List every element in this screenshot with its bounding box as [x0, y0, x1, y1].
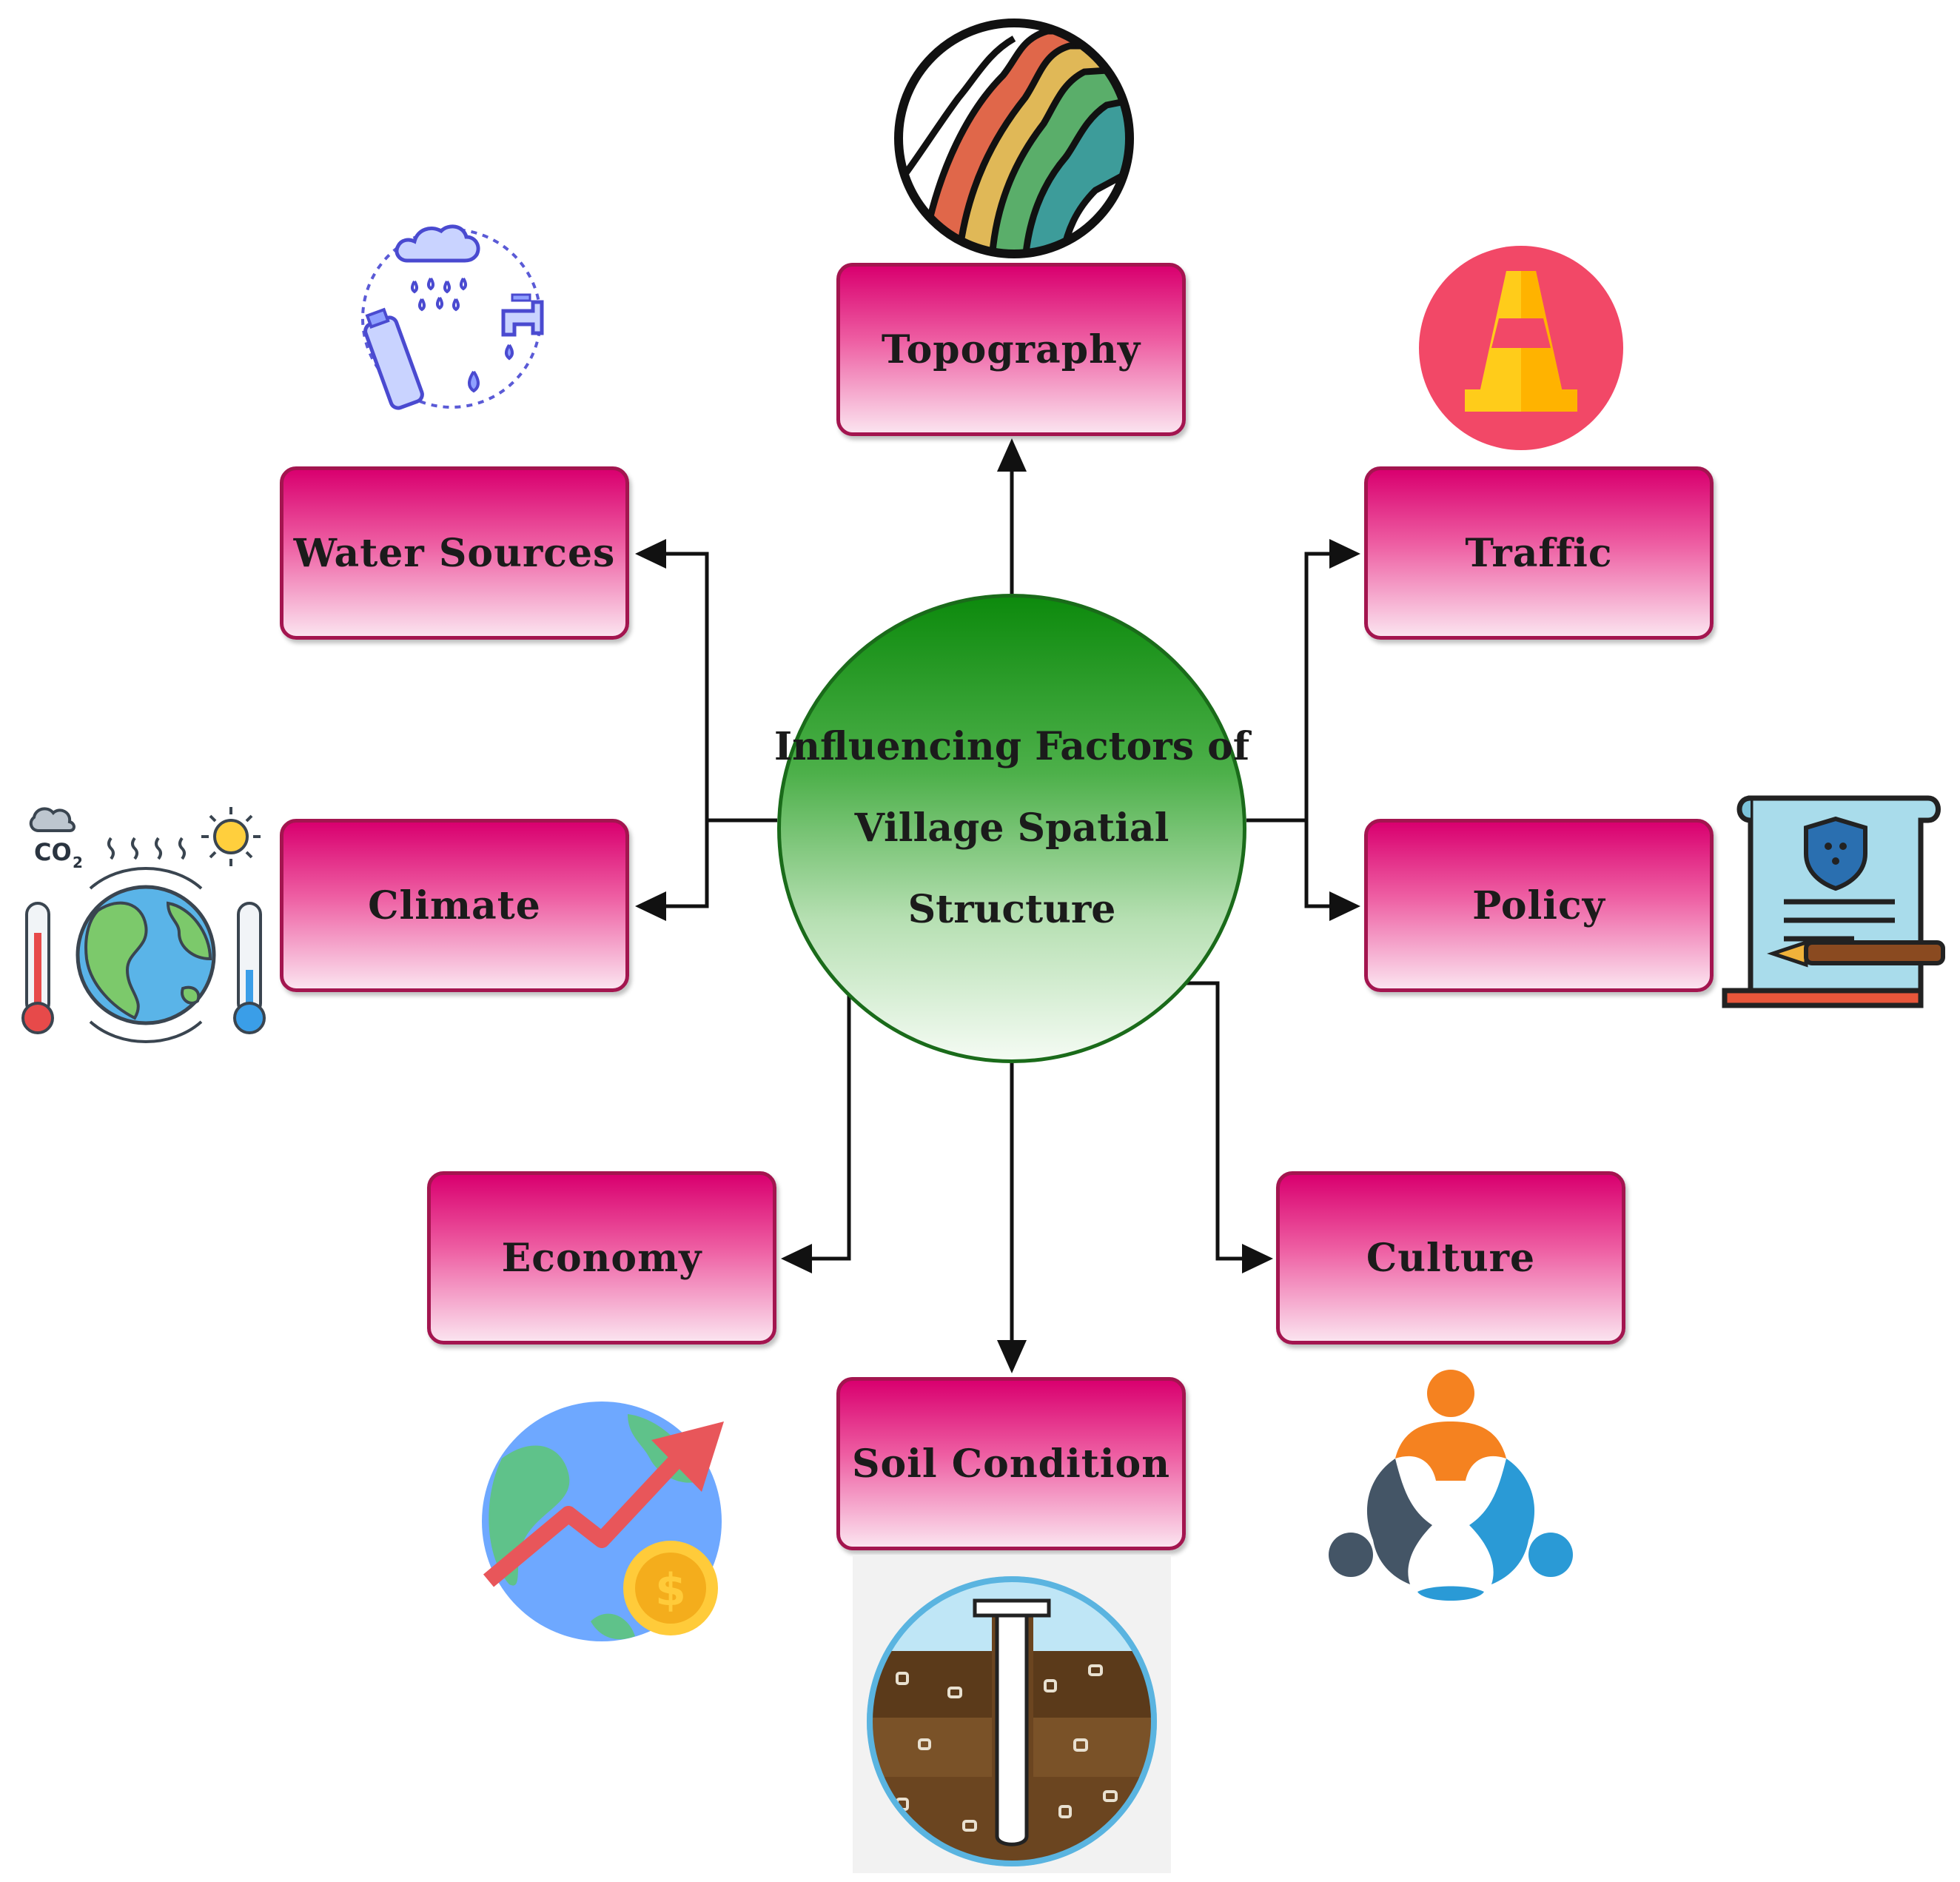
arrow-to-policy — [1304, 820, 1349, 908]
factor-label-economy: Economy — [501, 1235, 702, 1281]
climate-earth-icon: CO 2 — [21, 807, 266, 1043]
center-title-line1: Influencing Factors of — [773, 724, 1250, 769]
arrowhead-traffic — [1329, 539, 1360, 569]
co2-label: CO — [34, 838, 72, 866]
arrow-to-culture — [1184, 981, 1258, 1261]
svg-text:$: $ — [655, 1564, 686, 1616]
arrow-to-traffic — [1246, 552, 1349, 823]
factor-label-traffic: Traffic — [1465, 530, 1613, 576]
soil-profile-icon — [853, 1555, 1171, 1873]
central-node: Influencing Factors of Village Spatial S… — [773, 594, 1250, 1063]
traffic-cone-icon — [1419, 246, 1623, 450]
arrowhead-economy — [781, 1244, 812, 1273]
center-title-line2: Village Spatial — [854, 806, 1169, 851]
arrowhead-culture — [1242, 1244, 1273, 1273]
factor-box-policy: Policy — [1364, 819, 1714, 992]
factor-box-topography: Topography — [836, 263, 1186, 436]
arrowhead-policy — [1329, 891, 1360, 921]
contour-map-icon — [894, 19, 1134, 258]
co2-subscript: 2 — [73, 854, 83, 871]
factor-box-traffic: Traffic — [1364, 466, 1714, 640]
arrow-to-climate — [644, 820, 709, 908]
arrow-to-water-sources — [644, 552, 777, 823]
arrow-to-economy — [790, 988, 851, 1261]
factor-box-economy: Economy — [427, 1171, 776, 1344]
arrowhead-climate — [635, 891, 666, 921]
factor-box-culture: Culture — [1276, 1171, 1625, 1344]
arrowhead-soil — [997, 1340, 1027, 1373]
water-cycle-icon — [361, 224, 544, 410]
economy-globe-icon: $ — [482, 1402, 724, 1641]
factor-box-soil-condition: Soil Condition — [836, 1377, 1186, 1550]
policy-document-icon — [1722, 795, 1945, 1008]
factor-label-climate: Climate — [368, 883, 541, 928]
factor-label-culture: Culture — [1366, 1235, 1536, 1281]
factor-label-topography: Topography — [881, 326, 1141, 372]
arrowhead-water-sources — [635, 539, 666, 569]
factor-label-soil-condition: Soil Condition — [851, 1441, 1171, 1487]
factor-box-water-sources: Water Sources — [280, 466, 629, 640]
arrowhead-topography — [997, 438, 1027, 472]
factor-label-policy: Policy — [1472, 883, 1605, 928]
center-title-line3: Structure — [907, 887, 1116, 932]
factor-label-water-sources: Water Sources — [293, 530, 616, 576]
factor-box-climate: Climate — [280, 819, 629, 992]
community-people-icon — [1329, 1370, 1573, 1601]
